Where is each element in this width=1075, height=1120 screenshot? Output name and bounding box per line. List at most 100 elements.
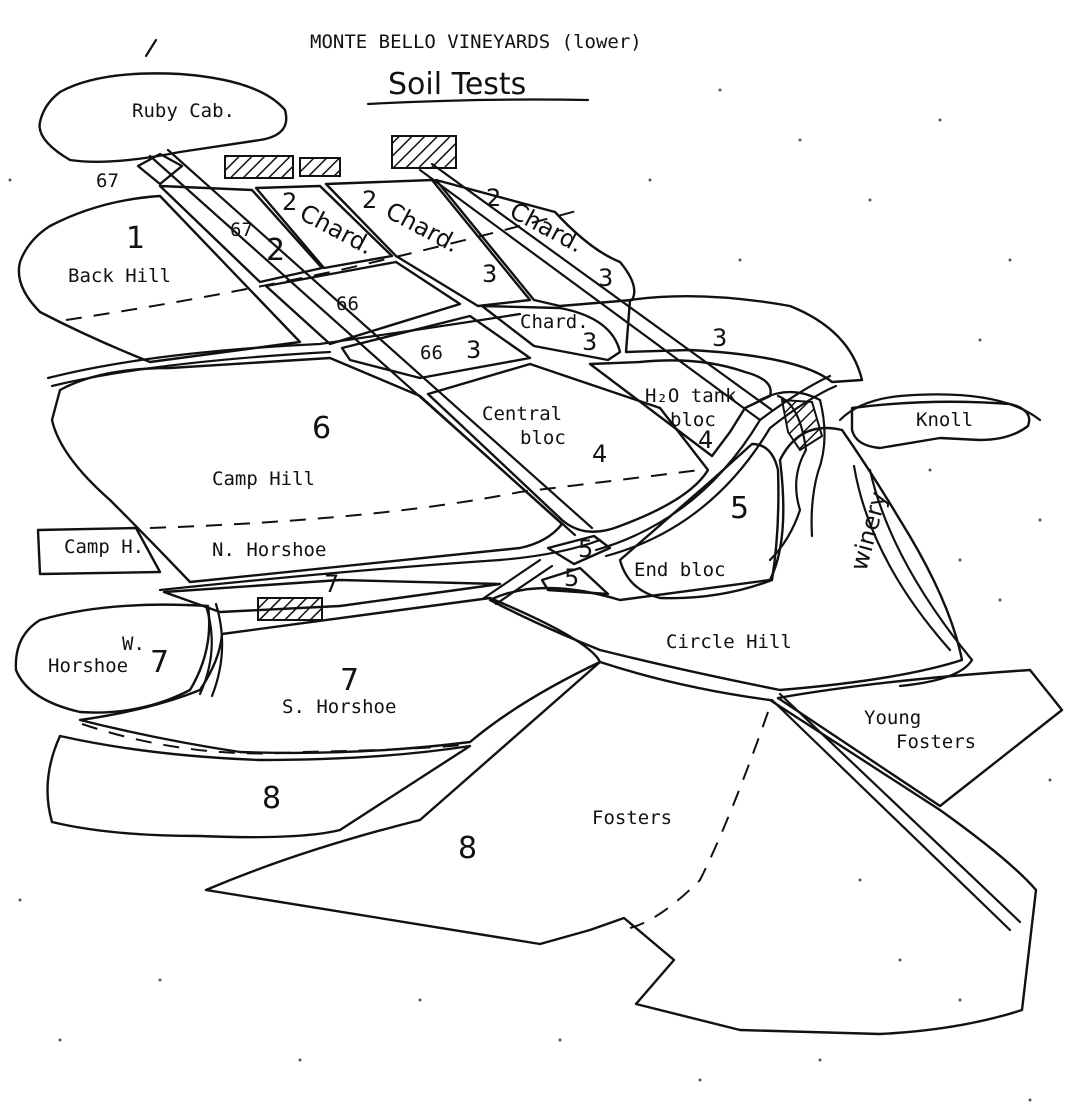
plot-back-hill: [17, 194, 302, 364]
building-hatched: [224, 155, 294, 179]
label-ruby-cab: Ruby Cab.: [132, 100, 235, 122]
road: [158, 538, 602, 592]
plot-66-lower: [340, 314, 532, 380]
label-n-horshoe: N. Horshoe: [212, 539, 326, 561]
road: [868, 468, 974, 688]
winery-building: [780, 398, 824, 452]
plot-chard-lower: [480, 304, 622, 362]
building-hatched: [391, 135, 457, 169]
plot-w-horshoe: [14, 603, 211, 714]
soil-number: 2: [266, 233, 285, 268]
creek: [758, 390, 826, 538]
label-66-b: 66: [420, 342, 443, 364]
soil-number: 3: [482, 260, 497, 288]
label-chard: Chard.: [520, 311, 589, 333]
map-title: MONTE BELLO VINEYARDS (lower): [310, 31, 642, 53]
label-67-b: 67: [230, 219, 253, 241]
soil-number: 8: [458, 831, 477, 866]
label-66-a: 66: [336, 293, 359, 315]
soil-number: 2: [486, 184, 501, 212]
soil-number: 3: [598, 264, 613, 292]
plot-5-small-b: [540, 566, 610, 596]
label-camp-hill: Camp Hill: [212, 468, 315, 490]
road: [852, 464, 952, 652]
soil-number: 5: [730, 491, 749, 526]
label-young-fosters-1: Young: [864, 707, 921, 729]
building-hatched: [299, 157, 341, 177]
label-young-fosters-2: Fosters: [896, 731, 976, 753]
label-s-horshoe: S. Horshoe: [282, 696, 396, 718]
soil-number: 4: [698, 426, 713, 454]
road: [778, 692, 1022, 924]
plot-fosters: [204, 660, 1038, 1036]
label-67-a: 67: [96, 170, 119, 192]
scan-specks: [8, 88, 1052, 1102]
soil-number: 3: [466, 336, 481, 364]
plot-circle-hill: [488, 426, 964, 692]
soil-boundary: [81, 723, 471, 755]
road: [430, 162, 774, 412]
soil-boundary: [629, 711, 769, 929]
soil-number: 5: [578, 535, 593, 563]
plot-66-upper: [264, 260, 462, 346]
road: [210, 602, 224, 698]
road: [482, 558, 542, 600]
plot-horshoe-strip: [162, 578, 502, 614]
creek: [768, 394, 808, 562]
label-chard-3: Chard.: [505, 197, 588, 259]
plot-young-fosters: [776, 668, 1064, 808]
road: [166, 148, 594, 530]
label-w-horshoe-1: W.: [122, 633, 145, 655]
soil-boundary: [149, 469, 701, 529]
soil-number: 1: [126, 221, 145, 256]
soil-number: 7: [340, 663, 359, 698]
soil-number: 3: [712, 324, 727, 352]
label-h2o-tank-2: bloc: [670, 409, 716, 431]
label-circle-hill: Circle Hill: [666, 631, 792, 653]
label-central-bloc-1: Central: [482, 403, 562, 425]
label-end-bloc: End bloc: [634, 559, 726, 581]
label-back-hill: Back Hill: [68, 265, 171, 287]
plot-south-8: [46, 734, 472, 839]
plot-67-block: [158, 184, 324, 284]
road: [838, 393, 1042, 422]
plot-ruby-cab: [38, 72, 288, 163]
label-central-bloc-2: bloc: [520, 427, 566, 449]
plot-5-small-a: [546, 534, 612, 566]
road: [594, 374, 832, 552]
soil-number: 7: [324, 570, 339, 598]
road: [770, 698, 1012, 932]
subtitle-underline: [366, 98, 590, 106]
soil-number: 3: [582, 328, 597, 356]
soil-number: 4: [592, 440, 607, 468]
plot-central-bloc: [426, 362, 710, 533]
label-fosters: Fosters: [592, 807, 672, 829]
road: [418, 168, 762, 422]
soil-number: 2: [362, 186, 377, 214]
soil-number: 6: [312, 411, 331, 446]
plot-camp-h: [36, 526, 162, 576]
pen-mark: [144, 38, 158, 58]
road: [198, 604, 213, 696]
plot-chard-1: [254, 184, 394, 270]
soil-boundary: [65, 209, 581, 321]
road: [50, 350, 332, 388]
map-subtitle: Soil Tests: [388, 67, 526, 102]
plot-knoll: [850, 400, 1031, 450]
soil-number: 2: [282, 188, 297, 216]
soil-number: 7: [150, 645, 169, 680]
label-winery: winery: [845, 489, 893, 574]
soil-number: 5: [564, 564, 579, 592]
plot-chard-2: [324, 178, 532, 308]
label-h2o-tank-1: H₂O tank: [645, 385, 737, 407]
label-knoll: Knoll: [916, 409, 973, 431]
soil-number: 8: [262, 781, 281, 816]
road: [46, 312, 522, 380]
road: [494, 564, 554, 606]
label-w-horshoe-2: Horshoe: [48, 655, 128, 677]
road: [604, 384, 838, 558]
plot-east-3: [624, 294, 864, 384]
label-camp-h: Camp H.: [64, 536, 144, 558]
road: [148, 154, 577, 537]
